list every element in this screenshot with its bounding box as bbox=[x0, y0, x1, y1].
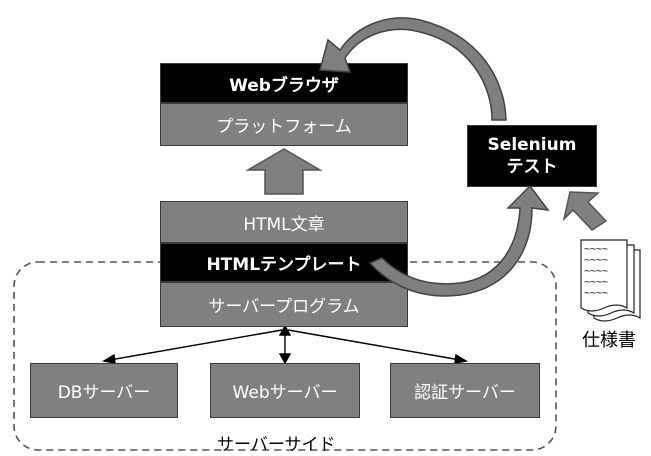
selenium-test-box: Selenium テスト bbox=[467, 125, 597, 187]
platform-box: プラットフォーム bbox=[160, 103, 408, 146]
html-document-label: HTML文章 bbox=[243, 214, 325, 235]
selenium-label: Selenium bbox=[487, 135, 577, 155]
spec-to-selenium-arrow bbox=[562, 191, 608, 231]
web-server-label: Webサーバー bbox=[232, 383, 338, 403]
arrowhead-web-top bbox=[278, 324, 292, 336]
test-label: テスト bbox=[506, 157, 558, 177]
spec-label: 仕様書 bbox=[582, 330, 636, 351]
db-server-box: DBサーバー bbox=[30, 363, 178, 418]
web-browser-label: Webブラウザ bbox=[229, 75, 339, 96]
db-server-label: DBサーバー bbox=[57, 383, 151, 403]
server-program-label: サーバープログラム bbox=[208, 297, 360, 317]
html-template-label: HTMLテンプレート bbox=[206, 255, 362, 275]
auth-server-label: 認証サーバー bbox=[414, 383, 516, 403]
server-side-label: サーバーサイド bbox=[217, 435, 336, 455]
web-browser-box: Webブラウザ bbox=[160, 63, 408, 103]
connector-db bbox=[103, 329, 283, 362]
spec-doc-text: ~~~~ ~~~~ ~~~~ ~~~~ ~~~~ bbox=[584, 244, 609, 299]
server-program-box: サーバープログラム bbox=[160, 282, 408, 327]
html-document-box: HTML文章 bbox=[160, 201, 408, 243]
auth-server-box: 認証サーバー bbox=[390, 363, 540, 418]
web-server-box: Webサーバー bbox=[210, 363, 360, 418]
up-arrow bbox=[245, 148, 323, 195]
html-template-box: HTMLテンプレート bbox=[160, 243, 408, 282]
platform-label: プラットフォーム bbox=[216, 117, 352, 137]
arrowhead-auth bbox=[454, 353, 468, 364]
arrowhead-web-bottom bbox=[278, 353, 292, 365]
connector-auth bbox=[287, 329, 467, 362]
arrowhead-db bbox=[102, 353, 116, 364]
